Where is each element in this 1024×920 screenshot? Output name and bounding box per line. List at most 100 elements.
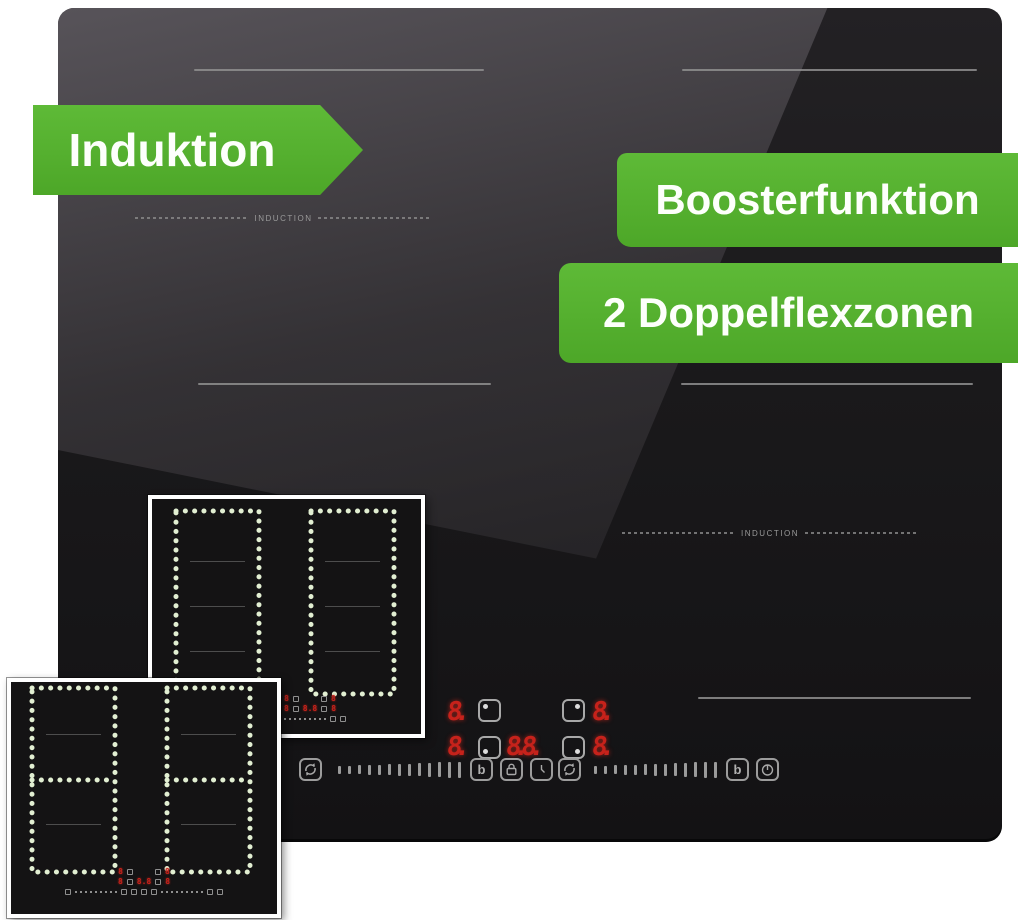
mini-display: 8: [118, 867, 123, 876]
doppelflex-outline-left: [29, 685, 118, 875]
induction-label: INDUCTION: [741, 528, 799, 538]
zone-marking: [46, 734, 101, 735]
zone-line-mid-left: [198, 383, 491, 385]
zone-marking: [325, 561, 380, 562]
mini-zone-selector-icon: [321, 696, 327, 702]
slider-tick: [614, 765, 617, 774]
mini-clock-icon: [141, 889, 147, 895]
mini-display: 8: [117, 877, 123, 886]
zone-select-rear-left-icon: [478, 699, 501, 722]
mini-display: 8: [165, 877, 171, 886]
slider-tick: [348, 765, 351, 774]
slider-tick: [398, 763, 401, 776]
induction-marking-left: INDUCTION: [135, 213, 433, 223]
slider-tick: [358, 765, 361, 774]
mini-bridge-icon: [65, 889, 71, 895]
rear-right-power-display: 8.: [590, 697, 610, 727]
doppelflexzonen-banner-label: 2 Doppelflexzonen: [602, 289, 975, 336]
timer-display: 8.8.: [504, 732, 539, 762]
mini-boost-icon: [330, 716, 336, 722]
flex-zone-outline-right: [308, 508, 397, 697]
timer-clock-icon: [530, 758, 553, 781]
zone-line-mid-right: [681, 383, 973, 385]
flex-bridge-icon: [558, 758, 581, 781]
mini-zone-selector-icon: [155, 879, 162, 885]
slider-tick: [664, 763, 667, 776]
zone-marking: [190, 561, 245, 562]
mini-display: 8: [165, 867, 170, 876]
zone-line-top-right: [682, 69, 977, 71]
mini-lock-icon: [131, 889, 137, 895]
boost-letter: b: [733, 762, 742, 777]
mini-slider-dots: [284, 718, 326, 720]
zone-dot: [575, 749, 580, 754]
slider-tick: [684, 762, 687, 777]
slider-tick: [438, 762, 441, 777]
mini-display: 8: [284, 694, 289, 703]
slider-tick: [388, 764, 391, 775]
mini-display: 8: [331, 704, 337, 713]
mini-zone-selector-icon: [321, 706, 328, 712]
slider-tick: [674, 763, 677, 776]
boost-icon: b: [726, 758, 749, 781]
slider-tick: [418, 763, 421, 776]
child-lock-icon: [500, 758, 523, 781]
doppelflex-inset: 8 8 8 8.8 8: [7, 678, 281, 918]
slider-tick: [428, 762, 431, 777]
boosterfunktion-banner-label: Boosterfunktion: [655, 176, 980, 223]
mini-slider-dots: [161, 891, 203, 893]
mini-timer-display: 8.8: [136, 877, 152, 886]
flex-zone-outline-left: [173, 508, 262, 697]
zone-line-top-left: [194, 69, 484, 71]
zone-dot: [483, 704, 488, 709]
mini-display: 8: [331, 694, 336, 703]
power-slider-left: [338, 758, 461, 781]
zone-marking: [190, 651, 245, 652]
mini-zone-selector-icon: [127, 869, 133, 875]
zone-marking: [181, 824, 236, 825]
mini-boost-icon: [121, 889, 127, 895]
zone-marking: [190, 606, 245, 607]
mini-timer-display: 8.8: [302, 704, 318, 713]
rear-left-power-display: 8.: [445, 697, 465, 727]
slider-tick: [368, 764, 371, 775]
slider-tick: [694, 762, 697, 777]
dashed-line: [135, 217, 249, 219]
mini-zone-selector-icon: [293, 696, 299, 702]
mini-zone-selector-icon: [155, 869, 161, 875]
dashed-line: [318, 217, 433, 219]
boosterfunktion-banner: Boosterfunktion: [617, 153, 1018, 247]
slider-tick: [594, 765, 597, 774]
slider-tick: [408, 763, 411, 776]
zone-select-rear-right-icon: [562, 699, 585, 722]
slider-tick: [634, 764, 637, 775]
slider-tick: [338, 765, 341, 774]
zone-line-bottom-right: [698, 697, 971, 699]
induction-marking-right: INDUCTION: [622, 528, 919, 538]
slider-tick: [604, 765, 607, 774]
boost-icon: b: [470, 758, 493, 781]
mini-power-icon: [217, 889, 223, 895]
mini-boost-icon: [207, 889, 213, 895]
dashed-line: [622, 532, 736, 534]
mini-display: 8: [283, 704, 289, 713]
slider-tick: [704, 761, 707, 778]
induktion-banner-label: Induktion: [68, 124, 276, 176]
zone-dot: [483, 749, 488, 754]
zone-dot: [575, 704, 580, 709]
mini-control-panel: 8 8 8 8.8 8: [274, 695, 346, 722]
induction-label: INDUCTION: [254, 213, 313, 223]
zone-select-front-left-icon: [478, 736, 501, 759]
zone-marking: [325, 606, 380, 607]
mini-power-icon: [340, 716, 346, 722]
induktion-banner: Induktion: [33, 105, 363, 195]
front-left-power-display: 8.: [445, 732, 465, 762]
mini-control-panel: 8 8 8 8.8 8: [65, 867, 223, 895]
zone-marking: [325, 651, 380, 652]
doppelflex-outline-right: [164, 685, 253, 875]
slider-tick: [448, 761, 451, 778]
doppelflexzonen-banner: 2 Doppelflexzonen: [559, 263, 1018, 363]
slider-tick: [624, 764, 627, 775]
slider-tick: [458, 761, 461, 778]
zone-select-front-right-icon: [562, 736, 585, 759]
